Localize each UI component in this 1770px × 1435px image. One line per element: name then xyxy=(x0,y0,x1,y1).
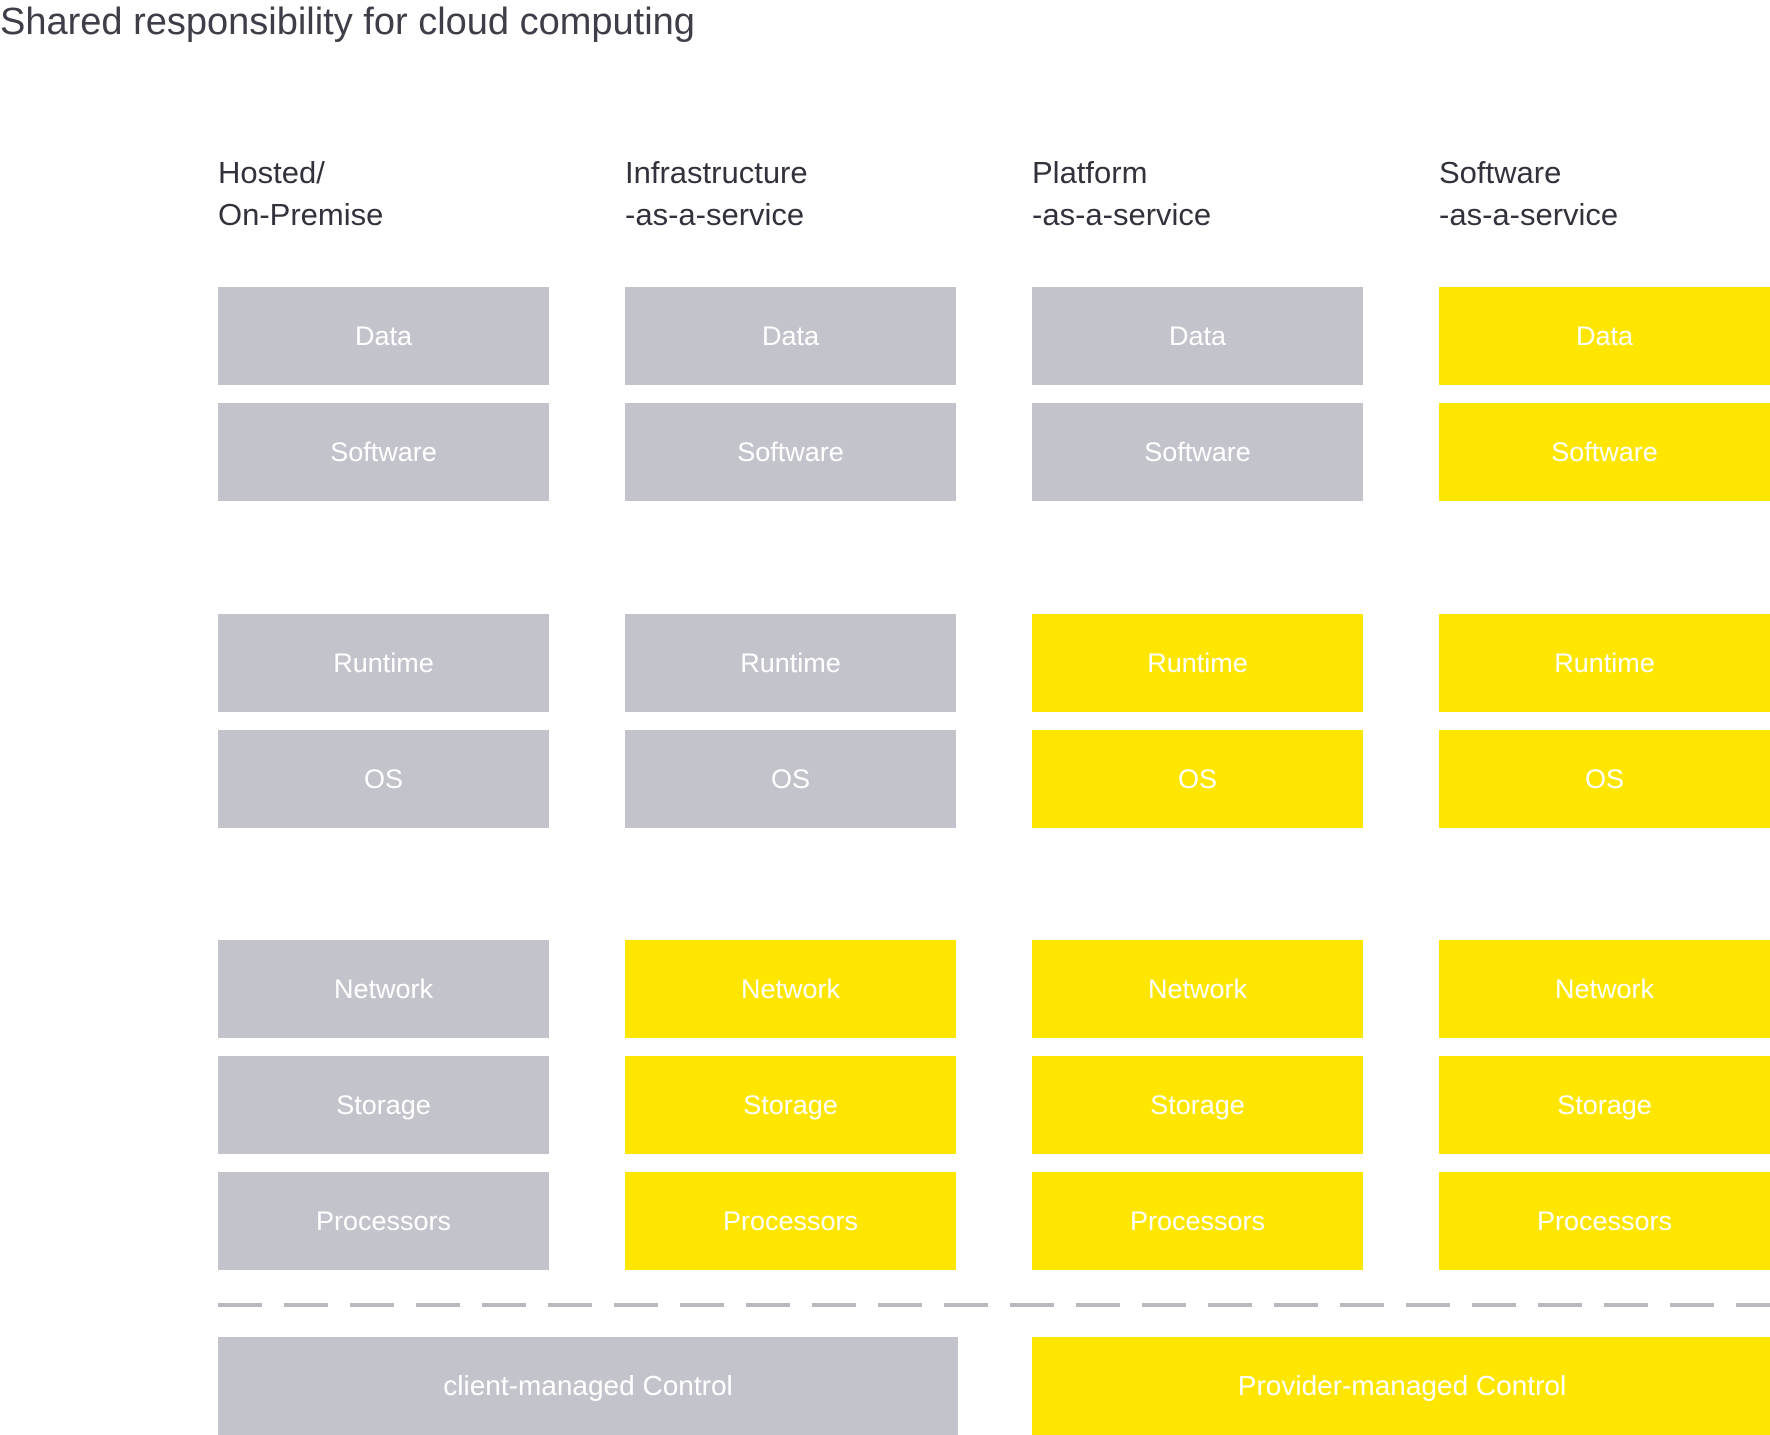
cell-os-col3: OS xyxy=(1032,730,1363,828)
column-header-line2: On-Premise xyxy=(218,197,384,232)
cell-network-col4: Network xyxy=(1439,940,1770,1038)
column-header-line1: Infrastructure xyxy=(625,155,808,190)
column-header-4: Software -as-a-service xyxy=(1439,152,1770,236)
page-title: Shared responsibility for cloud computin… xyxy=(0,1,695,43)
cell-storage-col1: Storage xyxy=(218,1056,549,1154)
column-header-line2: -as-a-service xyxy=(625,197,805,232)
cell-network-col2: Network xyxy=(625,940,956,1038)
cell-processors-col3: Processors xyxy=(1032,1172,1363,1270)
cell-software-col4: Software xyxy=(1439,403,1770,501)
cell-data-col3: Data xyxy=(1032,287,1363,385)
cell-runtime-col4: Runtime xyxy=(1439,614,1770,712)
divider-dashed-line xyxy=(218,1303,1770,1307)
cell-storage-col2: Storage xyxy=(625,1056,956,1154)
cell-software-col3: Software xyxy=(1032,403,1363,501)
cell-network-col1: Network xyxy=(218,940,549,1038)
legend-client-managed: client-managed Control xyxy=(218,1337,958,1435)
column-header-1: Hosted/On-Premise xyxy=(218,152,578,236)
column-header-line1: Hosted/ xyxy=(218,155,325,190)
cell-network-col3: Network xyxy=(1032,940,1363,1038)
column-header-line1: Platform xyxy=(1032,155,1148,190)
column-header-2: Infrastructure -as-a-service xyxy=(625,152,985,236)
cell-storage-col3: Storage xyxy=(1032,1056,1363,1154)
cell-data-col1: Data xyxy=(218,287,549,385)
cell-os-col2: OS xyxy=(625,730,956,828)
cell-storage-col4: Storage xyxy=(1439,1056,1770,1154)
cell-runtime-col3: Runtime xyxy=(1032,614,1363,712)
cell-runtime-col1: Runtime xyxy=(218,614,549,712)
cell-software-col1: Software xyxy=(218,403,549,501)
cell-processors-col1: Processors xyxy=(218,1172,549,1270)
column-header-3: Platform -as-a-service xyxy=(1032,152,1392,236)
legend-provider-managed: Provider-managed Control xyxy=(1032,1337,1770,1435)
cell-data-col2: Data xyxy=(625,287,956,385)
column-header-line2: -as-a-service xyxy=(1439,197,1619,232)
column-header-line2: -as-a-service xyxy=(1032,197,1212,232)
cell-os-col1: OS xyxy=(218,730,549,828)
column-header-line1: Software xyxy=(1439,155,1562,190)
cell-software-col2: Software xyxy=(625,403,956,501)
cell-runtime-col2: Runtime xyxy=(625,614,956,712)
cell-processors-col4: Processors xyxy=(1439,1172,1770,1270)
cell-data-col4: Data xyxy=(1439,287,1770,385)
cell-processors-col2: Processors xyxy=(625,1172,956,1270)
cell-os-col4: OS xyxy=(1439,730,1770,828)
